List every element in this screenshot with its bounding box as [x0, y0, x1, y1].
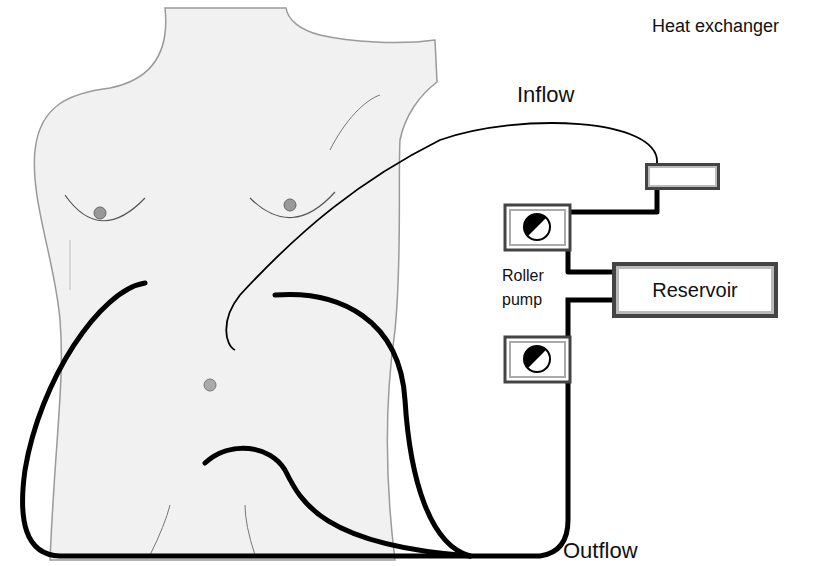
flow-label: Inflow: [517, 82, 574, 107]
heat-exchanger-box: Heat exchanger: [645, 16, 815, 190]
inflow-tube: [226, 123, 657, 350]
pump-tube: [568, 300, 612, 340]
tube-connector: [568, 190, 657, 272]
nipple: [284, 199, 296, 211]
groin-line: [150, 505, 170, 555]
roller-pump-symbol: [505, 205, 570, 250]
nipple: [94, 207, 106, 219]
breast-line: [250, 192, 335, 218]
shoulder-line: [330, 95, 380, 150]
heat-exchanger-outline: [645, 163, 720, 190]
outflow-tube: [205, 448, 470, 556]
reservoir-box: Reservoir: [612, 262, 778, 318]
outflow-tube: [275, 294, 470, 556]
outflow-tube: [470, 380, 568, 556]
outflow-tube: [23, 283, 470, 556]
box-label: Reservoir: [644, 275, 746, 306]
side-line: [70, 240, 71, 290]
roller-pump-symbol: [505, 337, 570, 382]
groin-line: [245, 505, 255, 555]
flow-label: Outflow: [563, 538, 638, 563]
torso-outline: [34, 8, 437, 560]
breast-line: [65, 195, 145, 221]
navel: [204, 379, 216, 391]
box-heading: Heat exchanger: [652, 16, 815, 37]
pump-label: Roller pump: [502, 264, 562, 312]
